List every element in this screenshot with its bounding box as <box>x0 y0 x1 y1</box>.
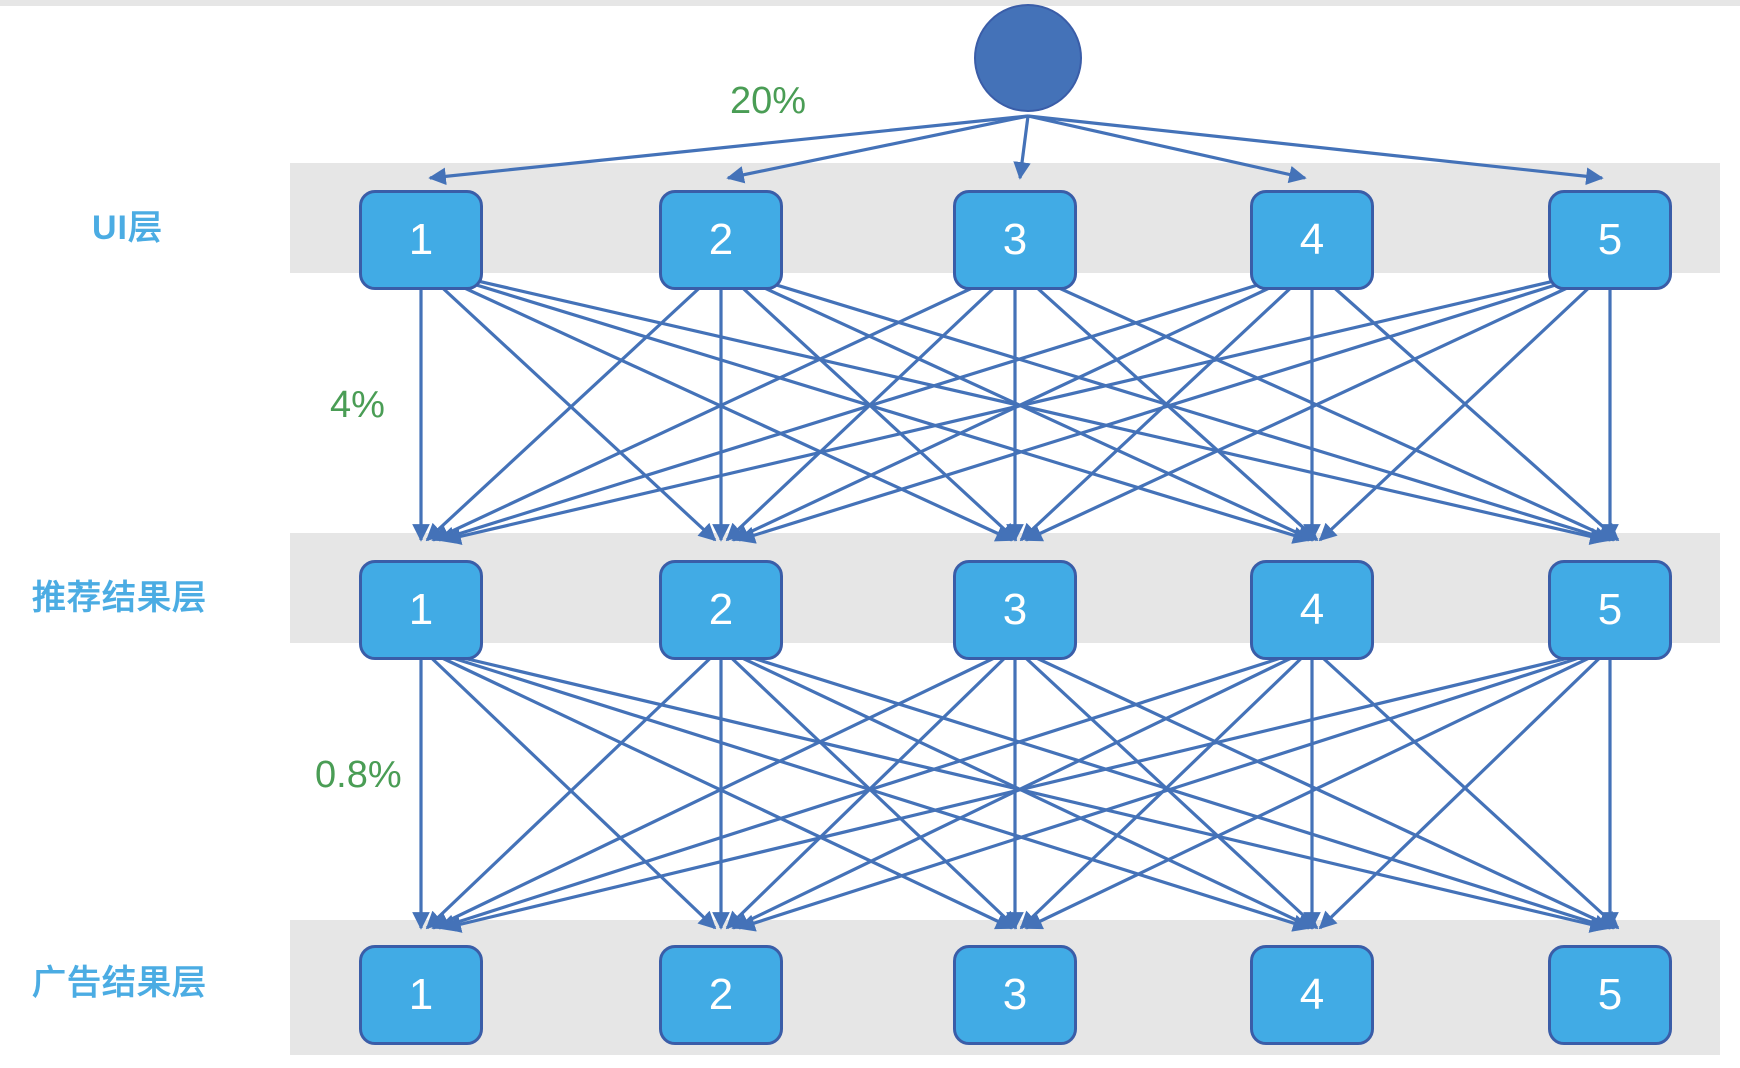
layer-label-ui-layer: UI层 <box>92 209 163 247</box>
recommend-layer-node-1[interactable]: 1 <box>359 560 483 660</box>
ui-layer-node-1[interactable]: 1 <box>359 190 483 290</box>
ad-layer-node-3[interactable]: 3 <box>953 945 1077 1045</box>
ad-layer-node-4[interactable]: 4 <box>1250 945 1374 1045</box>
ad-layer-node-1[interactable]: 1 <box>359 945 483 1045</box>
rate-label-ui-to-recommend: 4% <box>330 384 385 426</box>
top-border-strip <box>0 0 1740 6</box>
ad-layer-node-5[interactable]: 5 <box>1548 945 1672 1045</box>
recommend-layer-node-2[interactable]: 2 <box>659 560 783 660</box>
layer-label-ad-layer: 广告结果层 <box>32 964 207 1002</box>
recommend-layer-node-3[interactable]: 3 <box>953 560 1077 660</box>
ui-layer-node-4[interactable]: 4 <box>1250 190 1374 290</box>
rate-label-recommend-to-ad: 0.8% <box>315 754 402 796</box>
ui-layer-node-2[interactable]: 2 <box>659 190 783 290</box>
rate-label-root-to-ui: 20% <box>730 80 807 122</box>
recommend-layer-node-4[interactable]: 4 <box>1250 560 1374 660</box>
ui-layer-node-5[interactable]: 5 <box>1548 190 1672 290</box>
ui-layer-node-3[interactable]: 3 <box>953 190 1077 290</box>
recommend-layer-node-5[interactable]: 5 <box>1548 560 1672 660</box>
ad-layer-node-2[interactable]: 2 <box>659 945 783 1045</box>
layer-label-recommend-layer: 推荐结果层 <box>32 579 207 617</box>
root-node[interactable] <box>974 4 1082 112</box>
